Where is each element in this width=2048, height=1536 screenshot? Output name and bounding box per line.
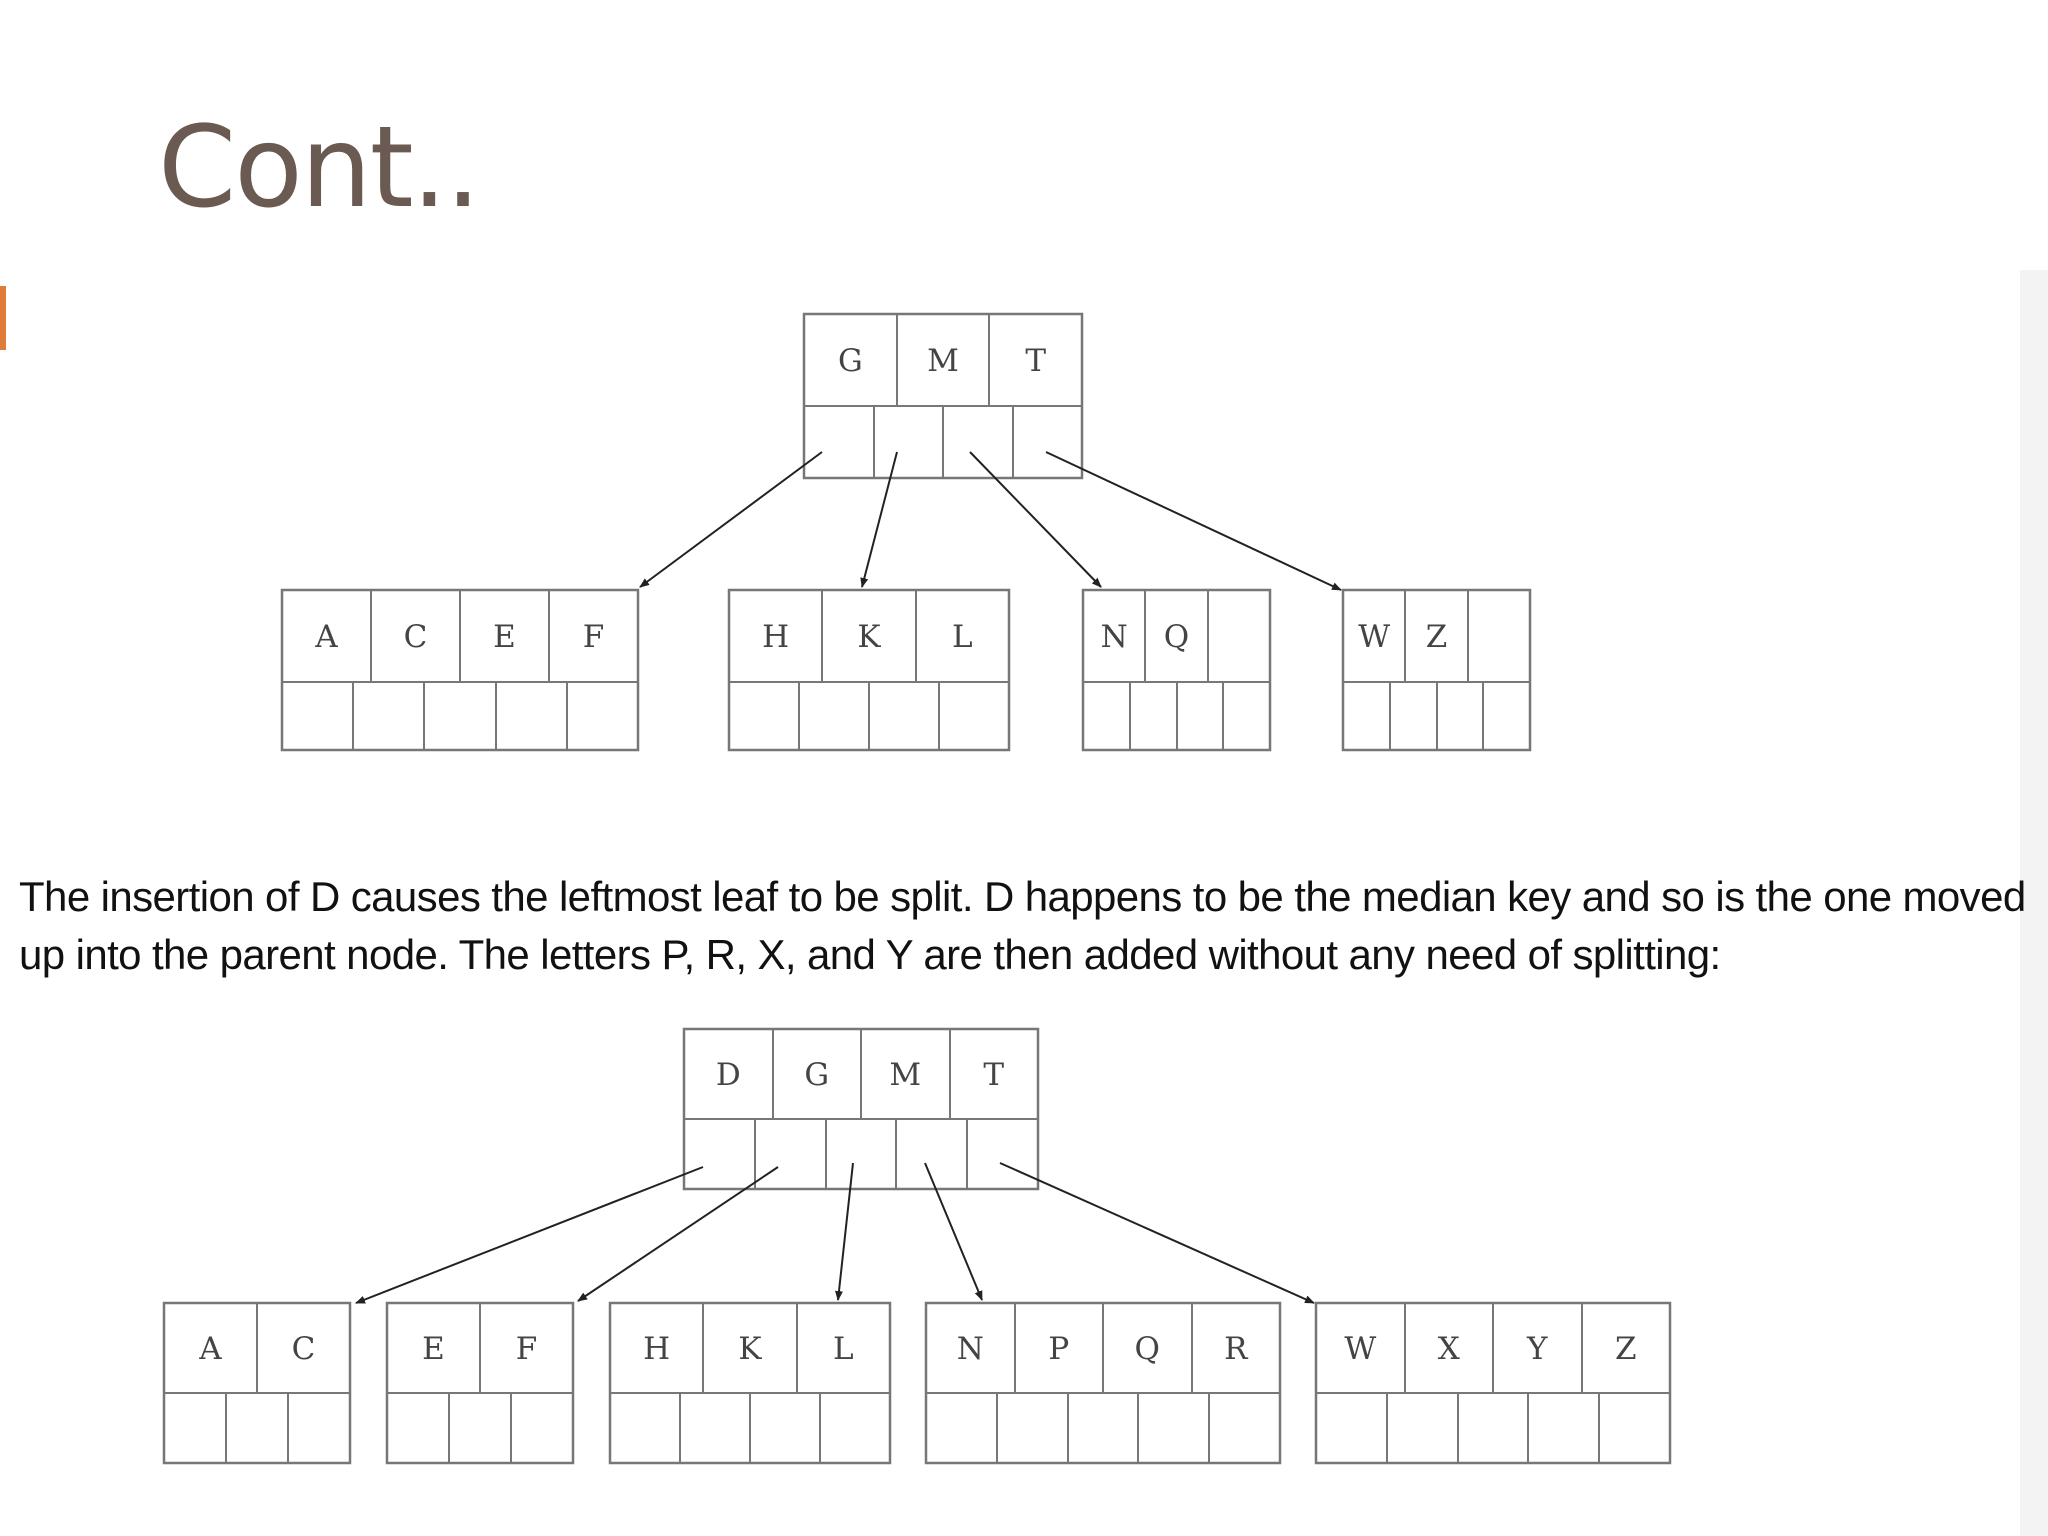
node-key-a: A [198,1331,222,1367]
node-key-e: E [422,1331,445,1367]
caption-line-2: up into the parent node. The letters P, … [19,931,1721,978]
node-key-y: Y [1526,1331,1548,1367]
node-key-k: K [857,619,881,655]
node-key-n: N [957,1331,984,1367]
node-key-r: R [1224,1331,1249,1367]
node-key-w: W [1344,1331,1376,1367]
node-key-g: G [804,1057,829,1093]
node-key-c: C [404,619,428,655]
child-pointer-arrow [1045,451,1342,591]
slide-edge-panel [2020,270,2048,1536]
node-key-t: T [983,1057,1004,1093]
slide-title: Cont.. [158,103,481,233]
node-key-h: H [643,1331,670,1367]
node-key-l: L [952,619,973,655]
node-key-q: Q [1135,1331,1160,1367]
node-key-p: P [1048,1331,1069,1367]
node-key-z: Z [1426,619,1448,655]
node-key-n: N [1101,619,1128,655]
node-key-x: X [1438,1331,1460,1367]
node-key-k: K [738,1331,762,1367]
node-key-z: Z [1615,1331,1637,1367]
node-key-m: M [889,1057,921,1093]
child-pointer-arrow [999,1162,1315,1304]
child-pointer-arrow [924,1162,983,1301]
node-key-q: Q [1164,619,1189,655]
child-pointer-arrow [355,1166,704,1304]
node-key-f: F [583,619,605,655]
child-pointer-arrow [969,451,1102,588]
child-pointer-arrow [860,451,898,588]
node-key-h: H [762,619,789,655]
node-key-t: T [1025,343,1046,379]
node-key-a: A [314,619,338,655]
child-pointer-arrow [639,451,823,588]
caption-text: The insertion of D causes the leftmost l… [19,868,2029,984]
child-pointer-arrow [835,1162,854,1301]
node-key-l: L [833,1331,854,1367]
node-key-d: D [716,1057,741,1093]
node-key-e: E [493,619,516,655]
node-key-m: M [927,343,959,379]
node-key-w: W [1358,619,1390,655]
node-key-c: C [292,1331,316,1367]
node-key-f: F [516,1331,538,1367]
node-key-g: G [838,343,863,379]
leaf-node-5: W X Y Z [1314,1301,1672,1465]
caption-line-1: The insertion of D causes the leftmost l… [19,873,2026,920]
accent-bar [0,286,6,350]
child-pointer-arrow [577,1166,779,1302]
